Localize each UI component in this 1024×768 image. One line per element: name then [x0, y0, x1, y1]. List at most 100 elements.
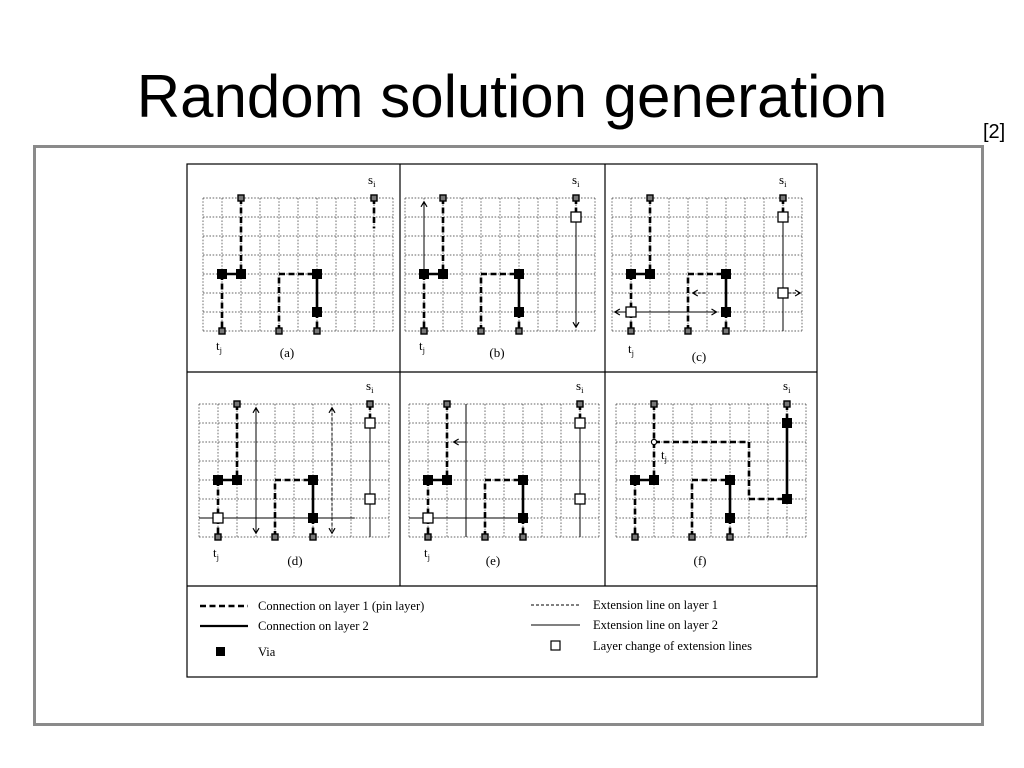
source-label-letter: s: [368, 172, 373, 187]
source-label-subscript: i: [581, 385, 584, 395]
sink-label: tj: [419, 338, 425, 355]
via: [782, 494, 792, 504]
via: [725, 475, 735, 485]
via: [217, 269, 227, 279]
pin: [237, 194, 245, 202]
panel-f: si tj (f): [615, 378, 807, 568]
via: [626, 269, 636, 279]
source-label-letter: s: [572, 172, 577, 187]
sink-label: tj: [661, 447, 667, 464]
source-label: si: [576, 378, 584, 395]
pin: [650, 400, 658, 408]
via: [518, 513, 528, 523]
pin: [684, 327, 692, 335]
panel-caption: (a): [280, 345, 294, 360]
via: [419, 269, 429, 279]
pin: [631, 533, 639, 541]
via: [213, 475, 223, 485]
legend-layer-change-label: Layer change of extension lines: [593, 639, 752, 653]
sink-label: tj: [628, 341, 634, 358]
panel-a: si tj (a): [202, 172, 394, 360]
via: [308, 513, 318, 523]
pin: [275, 327, 283, 335]
panel-b: si tj (b): [404, 172, 596, 360]
sink-label-subscript: j: [631, 348, 634, 358]
sink-label-letter: t: [216, 338, 220, 353]
pin: [515, 327, 523, 335]
extension-arrow-head: [328, 406, 336, 414]
sink-label-letter: t: [628, 341, 632, 356]
source-label: si: [368, 172, 376, 189]
junction-node: [650, 438, 658, 446]
sink-label-subscript: j: [216, 552, 219, 562]
via: [312, 307, 322, 317]
extension-arrow-head: [328, 527, 336, 535]
pin: [309, 533, 317, 541]
panel-c: si tj (c): [611, 172, 803, 364]
panel-e-routing: [408, 400, 600, 541]
legend: Connection on layer 1 (pin layer) Connec…: [200, 598, 752, 659]
pin: [477, 327, 485, 335]
pin: [783, 400, 791, 408]
pin: [370, 194, 378, 202]
via: [649, 475, 659, 485]
pin: [271, 533, 279, 541]
legend-layer1-connection-label: Connection on layer 1 (pin layer): [258, 599, 424, 613]
source-label: si: [783, 378, 791, 395]
pin: [646, 194, 654, 202]
sink-label-letter: t: [424, 545, 428, 560]
via: [232, 475, 242, 485]
panel-caption: (d): [287, 553, 302, 568]
panel-caption: (b): [489, 345, 504, 360]
panel-d: si tj (d): [198, 378, 390, 568]
sink-label-letter: t: [661, 447, 665, 462]
source-label-letter: s: [779, 172, 784, 187]
via: [514, 307, 524, 317]
layer1-connection: [277, 272, 317, 331]
pin: [366, 400, 374, 408]
pin: [420, 327, 428, 335]
extension-arrow-head: [691, 289, 699, 297]
pin: [627, 327, 635, 335]
sink-label-subscript: j: [427, 552, 430, 562]
layer-change-marker: [777, 287, 789, 299]
source-label-letter: s: [366, 378, 371, 393]
pin: [519, 533, 527, 541]
source-label-subscript: i: [788, 385, 791, 395]
via: [514, 269, 524, 279]
via: [782, 418, 792, 428]
pin: [726, 533, 734, 541]
layer1-connection: [479, 272, 519, 331]
via: [423, 475, 433, 485]
figure-border: [186, 163, 818, 678]
pin: [313, 327, 321, 335]
panel-caption: (f): [694, 553, 707, 568]
routing-figure: si tj (a) si tj (b) si tj (c) si tj (d) …: [186, 163, 818, 678]
via: [518, 475, 528, 485]
via: [236, 269, 246, 279]
extension-arrow-head: [252, 527, 260, 535]
layer1-connection: [652, 404, 787, 501]
panel-caption: (e): [486, 553, 500, 568]
extension-arrow-head: [420, 200, 428, 208]
extension-arrow-head: [252, 406, 260, 414]
sink-label-subscript: j: [664, 454, 667, 464]
layer-change-marker: [777, 211, 789, 223]
sink-label-letter: t: [213, 545, 217, 560]
layer-change-marker: [364, 417, 376, 429]
source-label: si: [779, 172, 787, 189]
pin: [481, 533, 489, 541]
via: [645, 269, 655, 279]
via: [721, 307, 731, 317]
pin: [722, 327, 730, 335]
layer-change-marker: [570, 211, 582, 223]
pin: [688, 533, 696, 541]
pin: [572, 194, 580, 202]
pin: [233, 400, 241, 408]
layer-change-marker: [212, 512, 224, 524]
citation-reference: [2]: [983, 121, 1006, 143]
legend-layer2-connection-label: Connection on layer 2: [258, 619, 369, 633]
via: [312, 269, 322, 279]
sink-label: tj: [216, 338, 222, 355]
via: [630, 475, 640, 485]
